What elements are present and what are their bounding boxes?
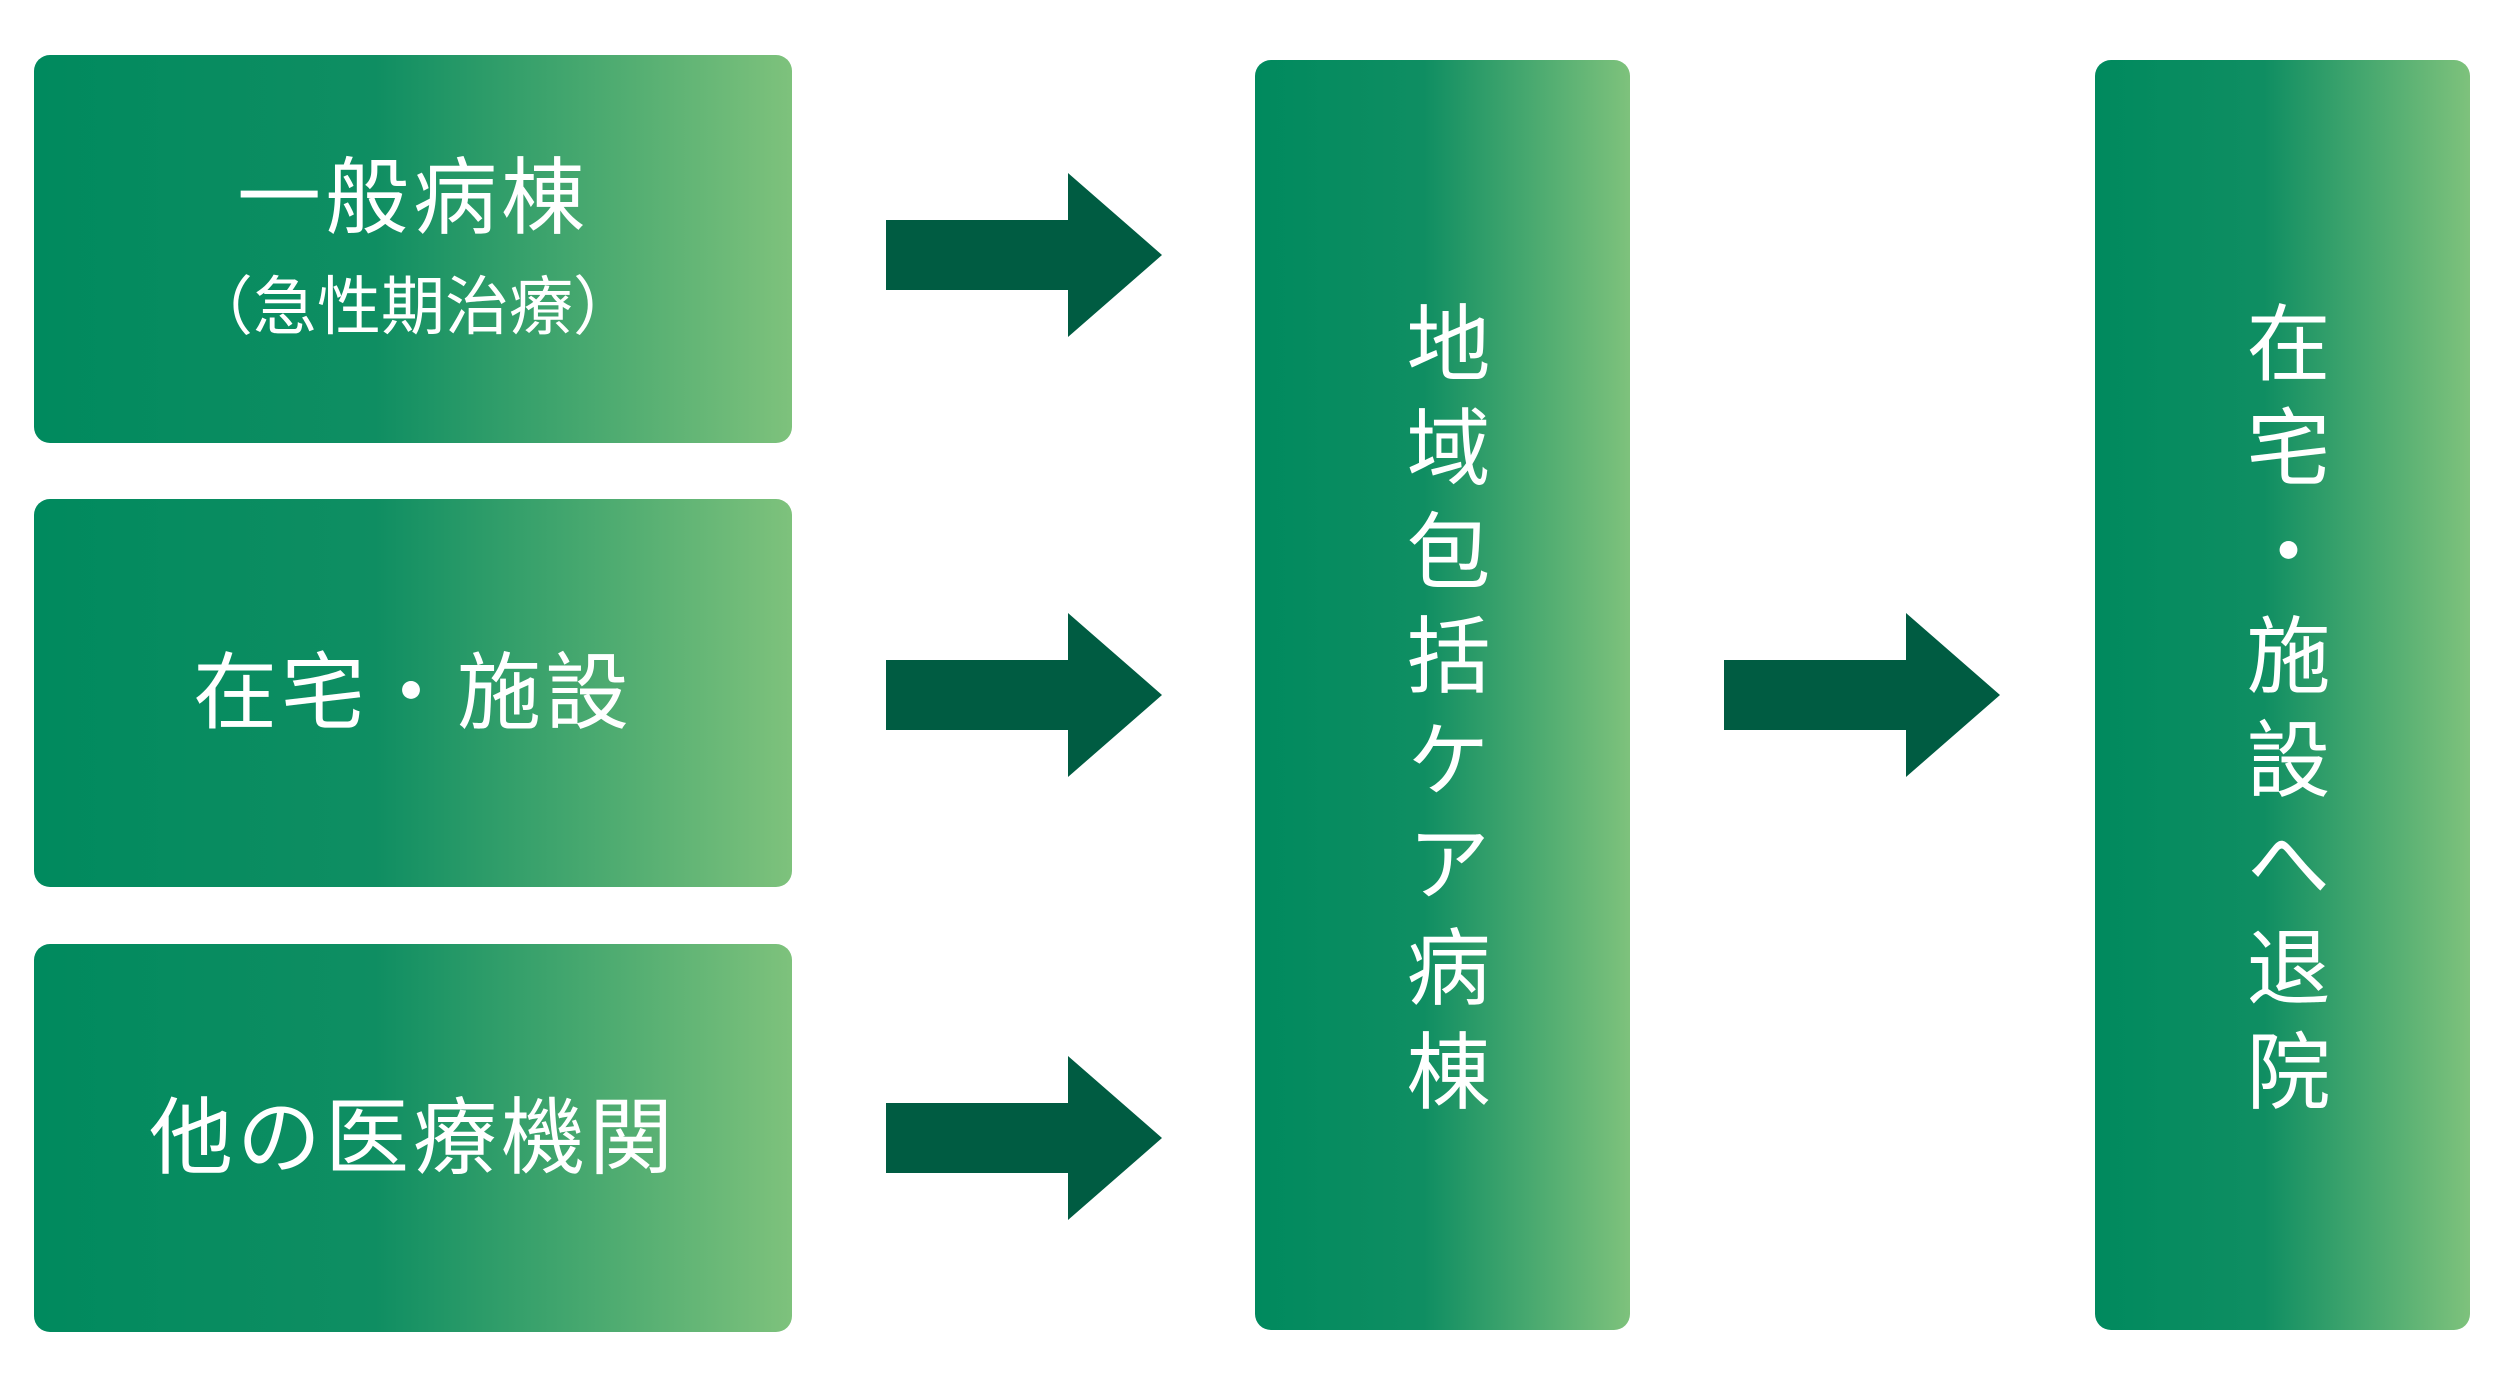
source-sublabel-acute-care: （急性期治療） [189,270,637,345]
right-arrow-icon [1724,613,2000,777]
right-arrow-icon [886,173,1162,337]
discharge-box: 在宅・施設へ退院 [2095,60,2470,1330]
source-label-general-ward: 一般病棟 [236,149,589,247]
right-arrow-icon [886,1056,1162,1220]
community-care-ward-box: 地域包括ケア病棟 [1255,60,1630,1330]
discharge-label: 在宅・施設へ退院 [2233,300,2331,1132]
source-box-other-institution: 他の医療機関 [34,944,792,1332]
source-box-home-facility: 在宅・施設 [34,499,792,887]
source-label-other-institution: 他の医療機関 [148,1088,677,1187]
source-box-general-ward: 一般病棟 （急性期治療） [34,55,792,443]
right-arrow-icon [886,613,1162,777]
source-label-home-facility: 在宅・施設 [192,643,633,742]
community-care-ward-label: 地域包括ケア病棟 [1393,300,1491,1132]
